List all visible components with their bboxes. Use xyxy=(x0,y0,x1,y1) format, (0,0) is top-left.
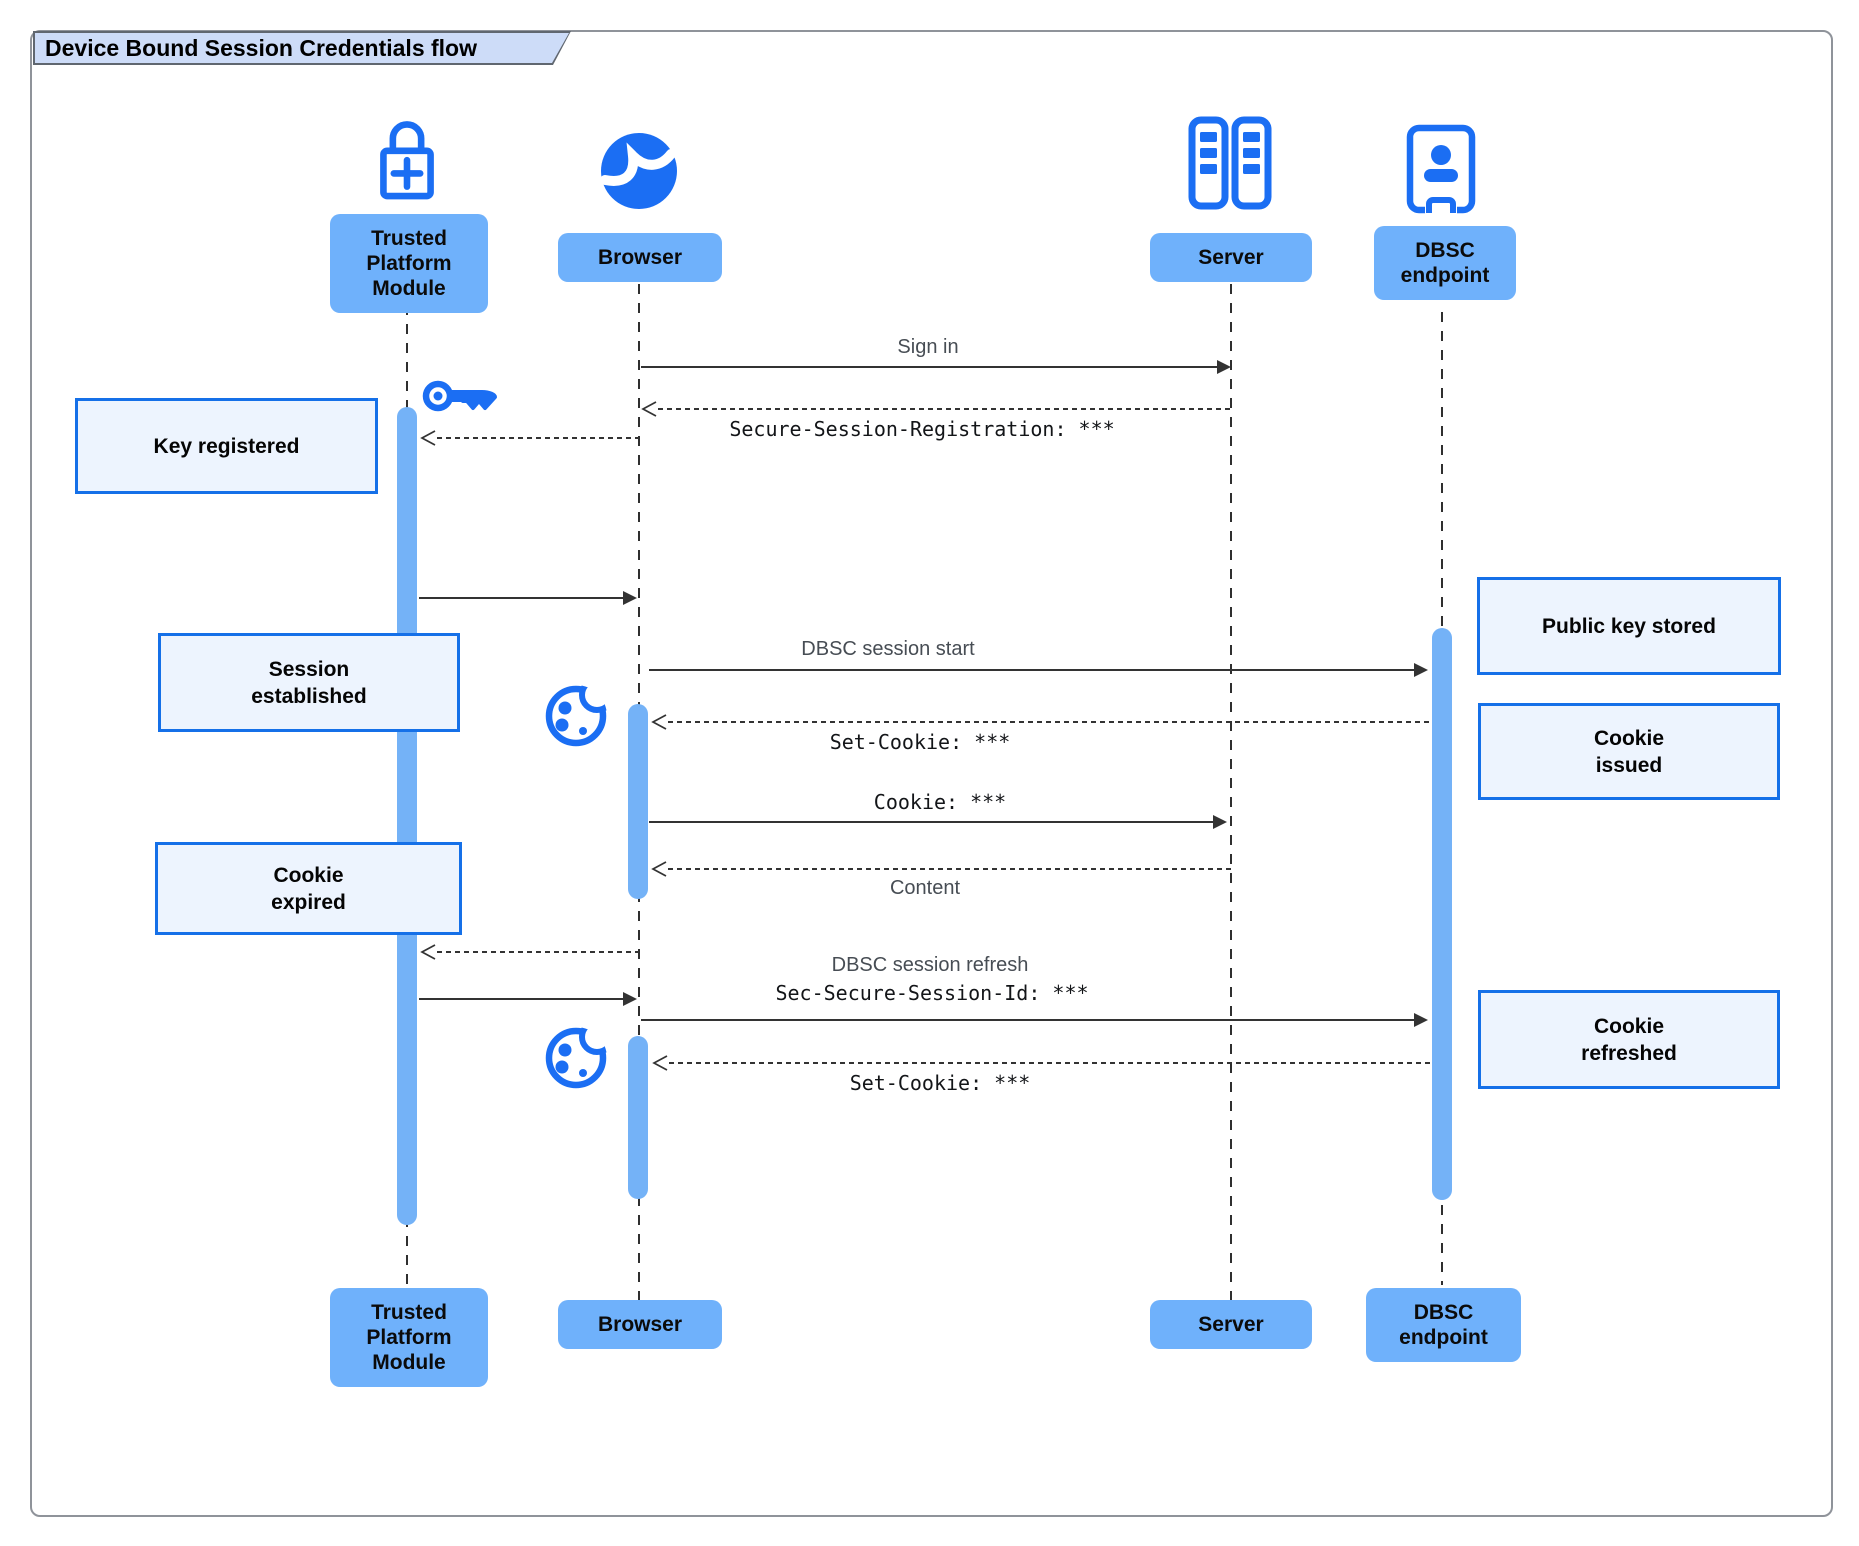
lifeline-server xyxy=(1230,284,1232,1300)
actor-label-browser-bottom: Browser xyxy=(558,1300,722,1349)
key-icon xyxy=(422,380,497,412)
open-arrowhead-icon xyxy=(641,401,657,417)
arrowhead-icon xyxy=(1213,815,1227,829)
message-set-cookie-refresh-label: Set-Cookie: *** xyxy=(849,1071,1031,1095)
arrowhead-icon xyxy=(623,591,637,605)
diagram-title-tab: Device Bound Session Credentials flow xyxy=(33,31,571,65)
lock-plus-icon xyxy=(380,121,434,200)
message-dbsc-start-label: DBSC session start xyxy=(801,638,975,660)
open-arrowhead-icon xyxy=(651,714,667,730)
activation-bar-browser-1 xyxy=(628,704,648,899)
message-refresh-arrow xyxy=(641,1019,1414,1021)
message-registration-label: Secure-Session-Registration: *** xyxy=(729,417,1115,441)
message-set-cookie-refresh-arrow xyxy=(669,1062,1432,1064)
activation-bar-dbsc xyxy=(1432,628,1452,1200)
diagram-frame xyxy=(30,30,1833,1517)
message-key-register-arrow xyxy=(437,437,639,439)
open-arrowhead-icon xyxy=(651,861,667,877)
server-rack-icon xyxy=(1188,116,1272,210)
message-set-cookie-arrow xyxy=(668,721,1432,723)
activation-bar-browser-2 xyxy=(628,1036,648,1199)
message-dbsc-start-arrow xyxy=(649,669,1414,671)
note-public-key-stored: Public key stored xyxy=(1477,577,1781,675)
note-key-registered: Key registered xyxy=(75,398,378,494)
arrowhead-icon xyxy=(1414,1013,1428,1027)
arrowhead-icon xyxy=(623,992,637,1006)
message-cookie-arrow xyxy=(649,821,1213,823)
message-refresh-sign-arrow xyxy=(419,998,623,1000)
message-content-label: Content xyxy=(889,877,961,899)
open-arrowhead-icon xyxy=(420,944,436,960)
message-refresh-key-arrow xyxy=(437,951,639,953)
arrowhead-icon xyxy=(1414,663,1428,677)
activation-bar-tpm xyxy=(397,407,417,1225)
message-refresh-label: DBSC session refresh xyxy=(831,954,1029,976)
message-cookie-label: Cookie: *** xyxy=(873,790,1007,814)
actor-label-server-top: Server xyxy=(1150,233,1312,282)
open-arrowhead-icon xyxy=(652,1055,668,1071)
actor-label-browser-top: Browser xyxy=(558,233,722,282)
open-arrowhead-icon xyxy=(420,430,436,446)
diagram-title: Device Bound Session Credentials flow xyxy=(35,33,569,63)
message-sign-in-arrow xyxy=(641,366,1217,368)
note-cookie-expired: Cookie expired xyxy=(155,842,462,935)
actor-label-tpm-bottom: Trusted Platform Module xyxy=(330,1288,488,1387)
actor-label-dbsc-top: DBSC endpoint xyxy=(1374,226,1516,300)
message-content-arrow xyxy=(668,868,1231,870)
actor-label-server-bottom: Server xyxy=(1150,1300,1312,1349)
cookie-icon xyxy=(545,1027,607,1089)
arrowhead-icon xyxy=(1217,360,1231,374)
actor-label-tpm-top: Trusted Platform Module xyxy=(330,214,488,313)
actor-label-dbsc-bottom: DBSC endpoint xyxy=(1366,1288,1521,1362)
message-registration-arrow xyxy=(658,408,1231,410)
message-refresh-code-label: Sec-Secure-Session-Id: *** xyxy=(775,981,1089,1005)
person-badge-icon xyxy=(1406,124,1476,214)
note-session-established: Session established xyxy=(158,633,460,732)
message-set-cookie-label: Set-Cookie: *** xyxy=(829,730,1011,754)
message-key-done-arrow xyxy=(419,597,623,599)
message-sign-in-label: Sign in xyxy=(897,336,959,358)
cookie-icon xyxy=(545,685,607,747)
note-cookie-refreshed: Cookie refreshed xyxy=(1478,990,1780,1089)
note-cookie-issued: Cookie issued xyxy=(1478,703,1780,800)
globe-icon xyxy=(600,133,677,209)
